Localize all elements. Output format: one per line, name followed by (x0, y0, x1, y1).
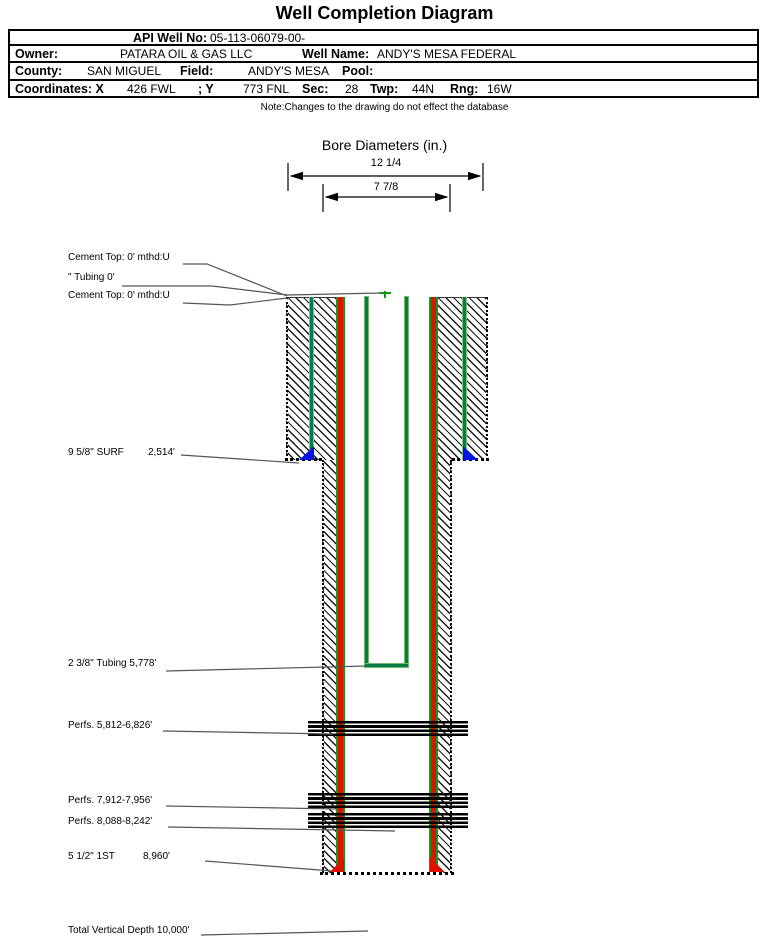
bore-diameters-title: Bore Diameters (in.) (321, 137, 448, 153)
wellname-label: Well Name: (302, 46, 370, 61)
field-value: ANDY'S MESA (248, 64, 329, 78)
coordinates-y-value: 773 FNL (243, 81, 290, 96)
surface-casing-right (462, 297, 467, 460)
coordinates-label: Coordinates: X (15, 81, 104, 96)
annotation-cement-top-2: Cement Top: 0' mthd:U (68, 290, 170, 301)
sec-label: Sec: (302, 81, 329, 96)
annotation-surface-casing-depth: 2,514' (148, 447, 175, 458)
coordinates-x-value: 426 FWL (127, 81, 176, 96)
bore-outer-dimension-label: 12 1/4 (370, 157, 402, 169)
annotation-perfs-2: Perfs. 7,912-7,956' (68, 795, 153, 806)
hole-bottom-edge (320, 872, 454, 875)
table-row-owner: Owner: PATARA OIL & GAS LLC Well Name: A… (10, 44, 757, 61)
perf-band-3 (308, 813, 468, 828)
annotation-perfs-3: Perfs. 8,088-8,242' (68, 816, 153, 827)
table-row-api: API Well No: 05-113-06079-00- (10, 30, 757, 45)
perf-band-1 (308, 721, 468, 736)
annotation-production-casing-depth: 8,960' (143, 851, 170, 862)
annotation-tubing-top: " Tubing 0' (68, 272, 115, 283)
tubing-bottom (364, 663, 409, 668)
database-note: Note:Changes to the drawing do not effec… (260, 102, 509, 113)
sec-value: 28 (345, 81, 359, 96)
leader-surface-casing (180, 454, 300, 464)
twp-value: 44N (412, 81, 435, 96)
annotation-tubing-depth: 2 3/8" Tubing 5,778' (68, 658, 157, 669)
twp-label: Twp: (370, 81, 399, 96)
annotation-total-vertical-depth: Total Vertical Depth 10,000' (68, 925, 190, 936)
tubing-left-wall (364, 296, 369, 668)
owner-value: PATARA OIL & GAS LLC (120, 46, 253, 61)
county-label: County: (15, 64, 63, 78)
api-label: API Well No: (133, 30, 208, 45)
annotation-perfs-1: Perfs. 5,812-6,826' (68, 720, 153, 731)
wellname-value: ANDY'S MESA FEDERAL (377, 46, 516, 61)
surface-shoe-step-right (452, 458, 489, 461)
owner-label: Owner: (15, 46, 59, 61)
leader-cement-top-1 (183, 263, 288, 297)
field-label: Field: (180, 64, 214, 78)
leader-production-casing (204, 860, 333, 872)
tubing-hanger-tick-icon (379, 291, 391, 298)
production-casing-right (429, 297, 438, 872)
rng-label: Rng: (450, 81, 479, 96)
leader-tvd (200, 930, 369, 936)
annotation-surface-casing-name: 9 5/8" SURF (68, 447, 124, 458)
well-info-table: API Well No: 05-113-06079-00- Owner: PAT… (8, 29, 759, 98)
production-hole-hatch-right (438, 460, 452, 873)
perf-band-2 (308, 793, 468, 808)
annotation-cement-top-1: Cement Top: 0' mthd:U (68, 252, 170, 263)
surface-casing-left (309, 297, 314, 460)
county-value: SAN MIGUEL (87, 64, 162, 78)
table-row-coordinates: Coordinates: X 426 FWL ; Y 773 FNL Sec: … (10, 79, 757, 96)
production-hole-hatch-left (322, 460, 336, 873)
rng-value: 16W (487, 81, 512, 96)
page-title: Well Completion Diagram (275, 3, 494, 23)
annotation-production-casing-name: 5 1/2" 1ST (68, 851, 115, 862)
tubing-right-wall (404, 296, 409, 668)
surface-shoe-step-left (285, 458, 322, 461)
api-value: 05-113-06079-00- (210, 30, 306, 45)
production-casing-left (336, 297, 345, 872)
bore-inner-dimension-label: 7 7/8 (373, 181, 399, 193)
leader-cement-top-2 (182, 297, 288, 306)
pool-label: Pool: (342, 64, 374, 78)
table-row-county: County: SAN MIGUEL Field: ANDY'S MESA Po… (10, 61, 757, 79)
coordinates-y-label: ; Y (198, 81, 214, 96)
